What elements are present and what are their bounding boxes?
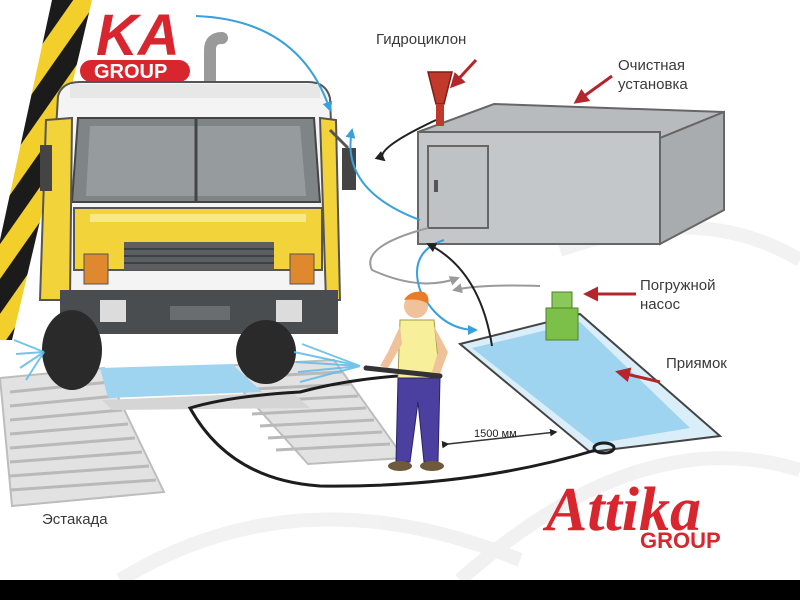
flow-lines: [195, 15, 541, 347]
pump-label-line1: Погружной: [640, 277, 716, 294]
top-logo-brand: KA: [96, 3, 180, 68]
pump-label: Погружной насос: [640, 276, 715, 314]
water-spray-front: [293, 343, 361, 383]
submersible-pump: [545, 291, 579, 341]
top-logo-group: GROUP: [94, 61, 167, 83]
brand-logo-group: GROUP: [640, 528, 721, 553]
hydrocyclone: [427, 71, 453, 126]
pump-label-line2: насос: [640, 296, 681, 313]
pit-label: Приямок: [666, 355, 727, 372]
treatment-unit-label: Очистная установка: [618, 56, 688, 94]
diagram-drawing: KA GROUP: [0, 0, 800, 580]
treatment-unit-label-line1: Очистная: [618, 57, 685, 74]
brand-logo: Attika GROUP: [542, 476, 721, 553]
top-logo: KA GROUP: [80, 3, 190, 83]
overpass-label: Эстакада: [42, 511, 108, 528]
overpass-ramp-left: [0, 366, 166, 508]
treatment-unit-label-line2: установка: [618, 76, 688, 93]
pit: [457, 312, 723, 454]
worker: [363, 291, 448, 471]
bottom-bar: [0, 580, 800, 600]
callout-arrows: [449, 58, 661, 384]
diagram-canvas: KA GROUP: [0, 0, 800, 580]
distance-label: 1500 мм: [474, 428, 517, 440]
hydrocyclone-label: Гидроциклон: [376, 31, 467, 48]
brand-logo-name: Attika: [542, 476, 701, 544]
hose: [187, 372, 597, 488]
distance-dimension: 1500 мм: [441, 428, 558, 449]
treatment-unit: [417, 102, 725, 246]
water-spray-rear: [13, 339, 45, 381]
truck: [38, 32, 356, 390]
